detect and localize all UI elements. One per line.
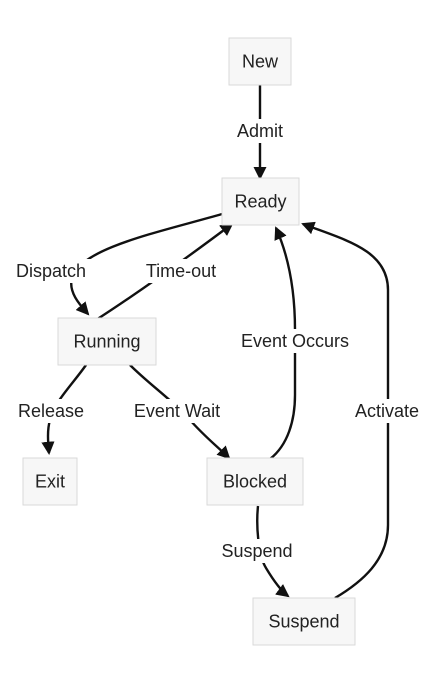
node-suspend-box <box>252 597 356 646</box>
node-ready: Ready <box>221 177 300 226</box>
edge-label-activate-bg <box>344 399 430 423</box>
node-new-box <box>228 37 292 86</box>
node-exit-box <box>22 457 78 506</box>
edge-label-event-wait-bg <box>122 399 232 423</box>
edge-label-timeout-bg <box>136 259 226 283</box>
edge-label-admit: Admit <box>237 121 283 141</box>
edge-label-event-occurs-bg <box>227 329 363 353</box>
edge-label-activate: Activate <box>355 401 419 421</box>
node-running: Running <box>57 317 157 366</box>
node-suspend-label: Suspend <box>268 612 339 632</box>
edge-label-dispatch-bg <box>6 259 96 283</box>
node-running-box <box>57 317 157 366</box>
node-running-label: Running <box>73 332 140 352</box>
edge-activate <box>301 221 390 600</box>
edge-label-event-wait: Event Wait <box>134 401 220 421</box>
node-exit-label: Exit <box>35 472 65 492</box>
node-suspend: Suspend <box>252 597 356 646</box>
edge-label-event-occurs: Event Occurs <box>241 331 349 351</box>
node-blocked-box <box>206 457 304 506</box>
nodes: New Ready Running Exit Blocked Suspend <box>22 37 356 646</box>
edge-label-suspend-bg <box>211 539 303 563</box>
node-ready-label: Ready <box>234 192 286 212</box>
edge-label-dispatch: Dispatch <box>16 261 86 281</box>
edge-labels: Admit Dispatch Time-out Release Event Wa… <box>6 119 430 563</box>
edge-label-release: Release <box>18 401 84 421</box>
edge-label-admit-bg <box>230 119 290 143</box>
edge-label-suspend: Suspend <box>221 541 292 561</box>
node-new-label: New <box>242 52 279 72</box>
node-blocked: Blocked <box>206 457 304 506</box>
node-ready-box <box>221 177 300 226</box>
edge-suspend <box>256 505 290 598</box>
node-blocked-label: Blocked <box>223 472 287 492</box>
edge-label-timeout: Time-out <box>146 261 216 281</box>
node-exit: Exit <box>22 457 78 506</box>
node-new: New <box>228 37 292 86</box>
edge-label-release-bg <box>8 399 94 423</box>
